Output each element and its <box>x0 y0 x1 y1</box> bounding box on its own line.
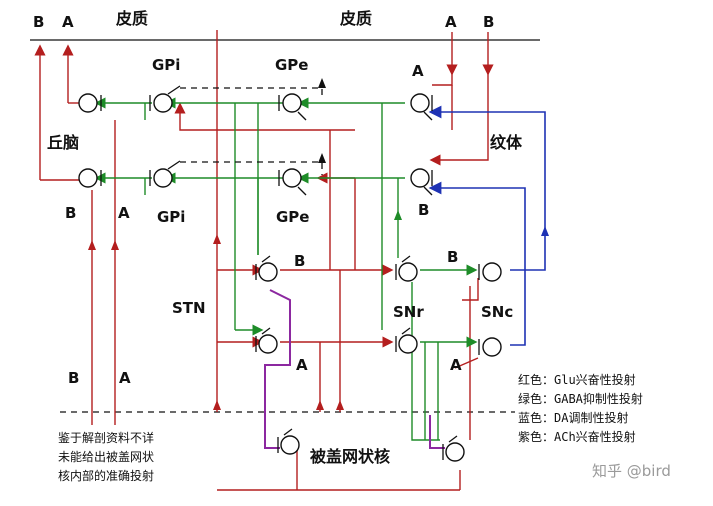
gpe-cell-bottom <box>278 168 307 196</box>
note-line-1: 鉴于解剖资料不详 <box>58 430 154 445</box>
ach-pathways <box>264 289 445 449</box>
thalamus-cell-top <box>78 93 102 113</box>
neuron-cells <box>78 85 502 462</box>
snr-cell-bottom <box>395 327 418 354</box>
gpe-label-bottom: GPe <box>276 208 309 226</box>
watermark: 知乎 @bird <box>592 462 671 480</box>
tegmental-label: 被盖网状核 <box>310 447 390 466</box>
color-legend: 红色：Glu兴奋性投射 绿色：GABA抑制性投射 蓝色：DA调制性投射 紫色：A… <box>518 372 643 444</box>
snr-cell-top <box>395 255 418 282</box>
stn-label: STN <box>172 299 206 317</box>
letter-stn-b: B <box>294 252 305 270</box>
striatum-label: 纹体 <box>490 133 523 152</box>
thalamus-label: 丘脑 <box>47 133 79 152</box>
gpi-label-bottom: GPi <box>157 208 185 226</box>
dopamine-pathways <box>428 105 549 346</box>
letter-snr-b: B <box>447 248 458 266</box>
striatum-cell-bottom <box>410 168 433 196</box>
legend-item-purple: 紫色：ACh兴奋性投射 <box>518 429 636 444</box>
glutamate-pathways <box>34 30 494 491</box>
gpe-label-top: GPe <box>275 56 308 74</box>
gpi-cell-top <box>149 85 181 113</box>
letter-striatum-b: B <box>418 201 429 219</box>
gpi-label-top: GPi <box>152 56 180 74</box>
thalamus-cell-bottom <box>78 168 102 188</box>
letter-snc-a: A <box>450 356 462 374</box>
gpe-cell-top <box>278 93 307 121</box>
snc-cell-top <box>478 262 502 282</box>
cortex-label-right: 皮质 <box>339 9 372 28</box>
striatum-cell-top <box>410 93 433 121</box>
letter-lower-a: A <box>119 369 131 387</box>
snc-cell-bottom <box>478 337 502 357</box>
gpi-cell-bottom <box>149 160 181 188</box>
gaba-pathways <box>94 97 478 441</box>
stn-cell-top <box>255 255 278 282</box>
stn-cell-bottom <box>255 327 278 354</box>
letter-lower-b: B <box>68 369 79 387</box>
letter-top-left-a: A <box>62 13 74 31</box>
letter-striatum-a: A <box>412 62 424 80</box>
letter-top-left-b: B <box>33 13 44 31</box>
tegmental-cell-right <box>442 435 465 462</box>
note-line-2: 未能给出被盖网状 <box>58 450 154 464</box>
letter-thal-a: A <box>118 204 130 222</box>
legend-item-blue: 蓝色：DA调制性投射 <box>518 410 628 425</box>
snr-label: SNr <box>393 303 424 321</box>
letter-top-right-a: A <box>445 13 457 31</box>
cortex-label-left: 皮质 <box>115 9 148 28</box>
snc-label: SNc <box>481 303 513 321</box>
letter-top-right-b: B <box>483 13 494 31</box>
letter-tegm-a: A <box>296 356 308 374</box>
tegmental-cell-left <box>277 428 300 455</box>
note-line-3: 核内部的准确投射 <box>58 468 154 483</box>
letter-thal-b: B <box>65 204 76 222</box>
anatomy-note: 鉴于解剖资料不详 未能给出被盖网状 核内部的准确投射 <box>58 430 154 483</box>
legend-item-red: 红色：Glu兴奋性投射 <box>518 372 636 387</box>
gp-dashed-links <box>180 78 326 175</box>
legend-item-green: 绿色：GABA抑制性投射 <box>518 391 643 406</box>
